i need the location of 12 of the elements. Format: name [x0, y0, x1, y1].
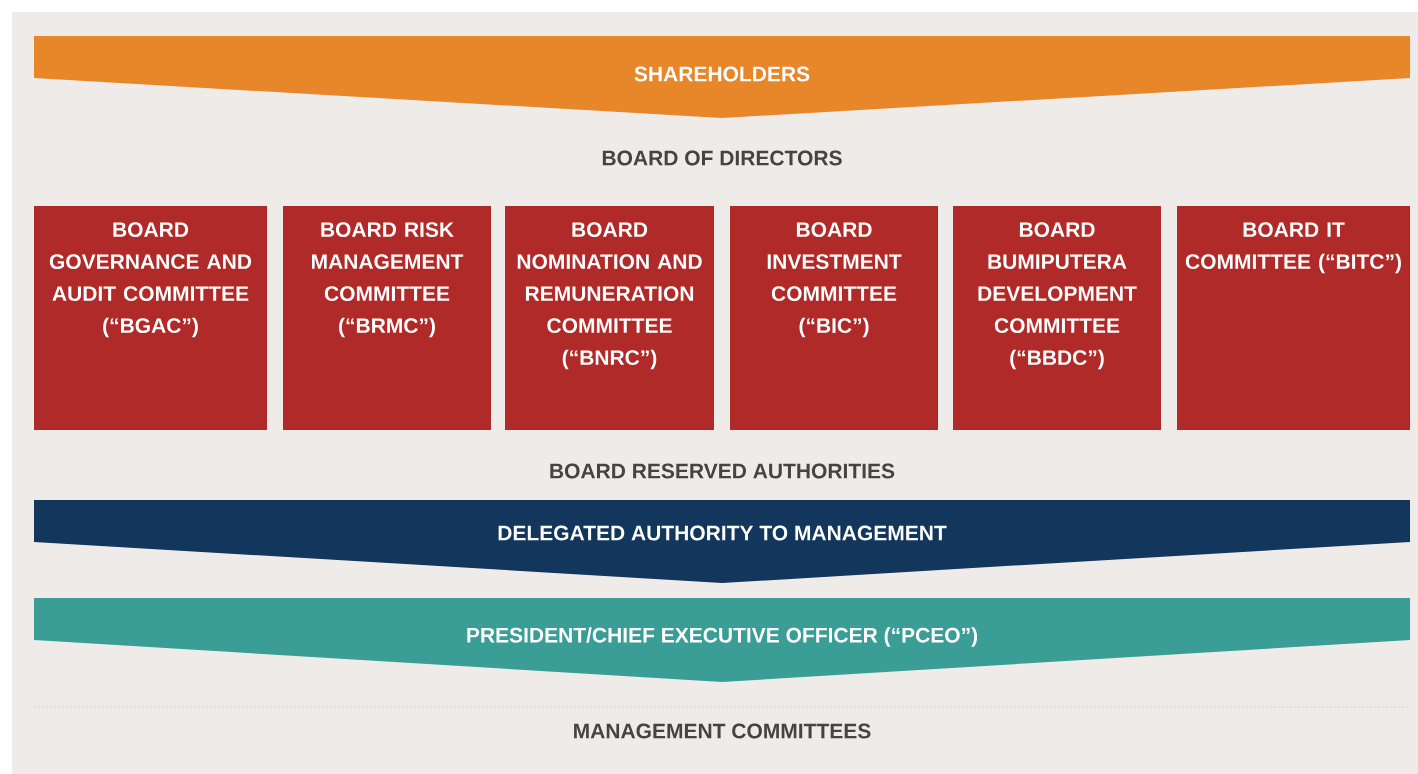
- committee-box: BOARD GOVERNANCE AND AUDIT COMMITTEE (“BGAC”): [34, 206, 267, 430]
- committee-box: BOARD NOMINATION AND REMUNERATION COMMITTEE (“BNRC”): [505, 206, 714, 430]
- section-heading: BOARD RESERVED AUTHORITIES: [550, 463, 895, 479]
- committee-box: BOARD IT COMMITTEE (“BITC”): [1177, 206, 1410, 430]
- section-heading: BOARD OF DIRECTORS: [602, 150, 842, 166]
- section-heading: MANAGEMENT COMMITTEES: [574, 723, 871, 739]
- banner-chevron: SHAREHOLDERS: [34, 36, 1410, 118]
- banner-chevron: DELEGATED AUTHORITY TO MANAGEMENT: [34, 500, 1410, 583]
- banner-chevron: PRESIDENT/CHIEF EXECUTIVE OFFICER (“PCEO”): [34, 598, 1410, 682]
- committee-box: BOARD INVESTMENT COMMITTEE (“BIC”): [730, 206, 938, 430]
- committee-box: BOARD RISK MANAGEMENT COMMITTEE (“BRMC”): [283, 206, 491, 430]
- committee-box: BOARD BUMIPUTERA DEVELOPMENT COMMITTEE (“BBDC”): [953, 206, 1161, 430]
